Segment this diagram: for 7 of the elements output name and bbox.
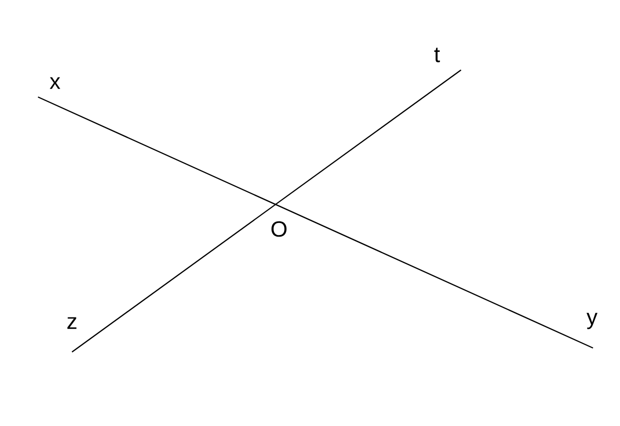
point-label: O — [271, 221, 286, 237]
point-label: z — [67, 317, 76, 329]
point-label: x — [50, 77, 60, 89]
line — [38, 96, 594, 349]
point-label: y — [586, 312, 598, 330]
point-label: t — [434, 48, 440, 62]
line — [72, 70, 462, 352]
